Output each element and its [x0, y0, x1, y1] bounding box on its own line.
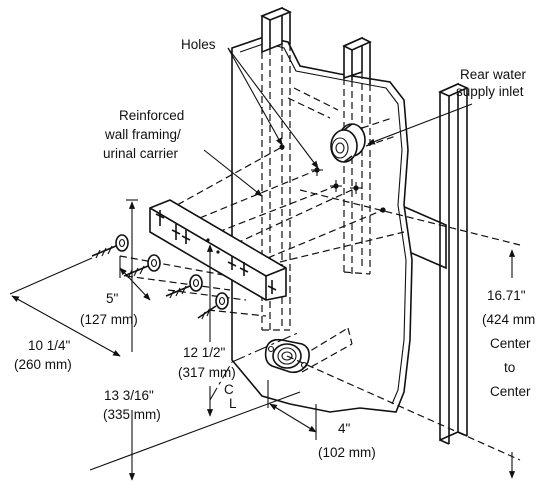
- framing-label-line3: urinal carrier: [103, 146, 179, 161]
- dim-to: to: [504, 360, 515, 375]
- framing-label-line2: wall framing/: [104, 127, 181, 142]
- screw-2: [123, 254, 161, 279]
- bracket-slots: [155, 210, 277, 294]
- dim-260mm: (260 mm): [14, 357, 72, 372]
- left-stud: [260, 6, 292, 54]
- dim-102mm: (102 mm): [318, 445, 376, 460]
- dim-center-1: Center: [490, 336, 531, 351]
- dim-127mm: (127 mm): [80, 312, 138, 327]
- dim-center-2: Center: [490, 384, 531, 399]
- screw-1: [91, 234, 129, 259]
- rear-inlet-label-line2: supply inlet: [456, 84, 524, 99]
- rear-inlet-label-line1: Rear water: [460, 67, 527, 82]
- dimension-labels: 5" (127 mm) 10 1/4" (260 mm) 12 1/2" (31…: [14, 288, 535, 460]
- dim-10-1-4in: 10 1/4": [28, 338, 71, 353]
- dim-16-71in: 16.71": [487, 288, 526, 303]
- dim-12-1-2in: 12 1/2": [183, 345, 226, 360]
- screw-4: [197, 292, 229, 320]
- framing-label-line1: Reinforced: [119, 108, 184, 123]
- center-stud: [342, 36, 372, 84]
- wall-plate: [231, 36, 413, 413]
- dim-13-3-16in: 13 3/16": [104, 388, 154, 403]
- dim-335mm: (335 mm): [103, 407, 161, 422]
- dimension-lines: [9, 199, 516, 481]
- leader-lines: [203, 47, 473, 197]
- mounting-bracket: [149, 199, 287, 301]
- dim-424mm: (424 mm: [482, 312, 535, 327]
- callout-labels: Holes Rear water supply inlet Reinforced…: [103, 37, 527, 161]
- dim-317mm: (317 mm): [178, 365, 236, 380]
- dim-4in: 4": [338, 421, 351, 436]
- centerline: [209, 331, 301, 401]
- screw-3: [165, 274, 203, 299]
- centerline-l: L: [229, 396, 237, 411]
- rear-supply-inlet: [330, 123, 366, 163]
- holes-label: Holes: [181, 37, 216, 52]
- centerline-c: C: [224, 382, 234, 397]
- dim-5in: 5": [106, 291, 119, 306]
